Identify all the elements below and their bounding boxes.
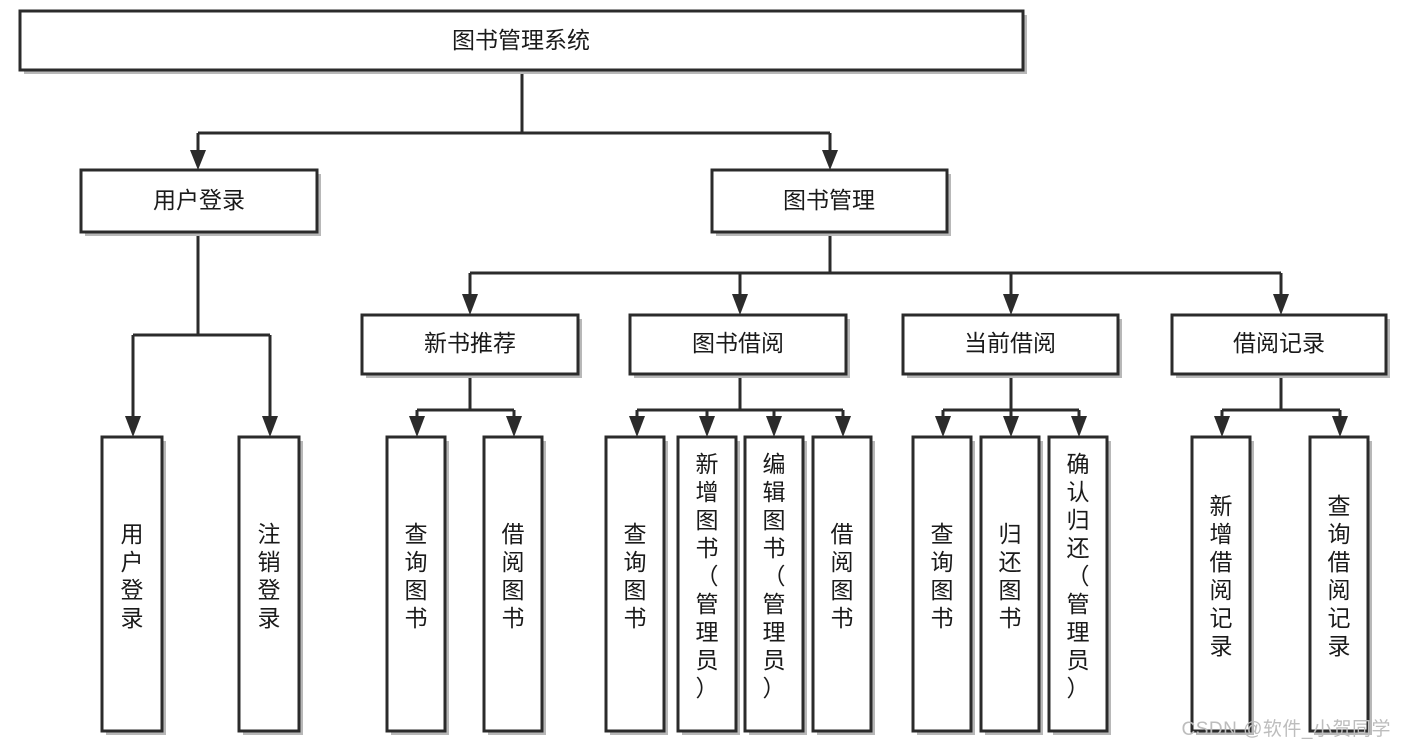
node-leaf-return-book[interactable]: 归还图书 bbox=[979, 435, 1043, 735]
node-current-borrow[interactable]: 当前借阅 bbox=[901, 313, 1122, 378]
arrow-to-leaf-add-record bbox=[1214, 416, 1230, 437]
arrow-to-leaf-user-logout bbox=[262, 416, 278, 437]
arrow-to-leaf-query-record bbox=[1332, 416, 1348, 437]
node-user-login-box bbox=[79, 168, 319, 234]
node-leaf-borrow-book-1[interactable]: 借阅图书 bbox=[482, 435, 546, 735]
node-leaf-add-book-label: 新增图书（管理员） bbox=[696, 451, 719, 701]
node-leaf-query-record[interactable]: 查询借阅记录 bbox=[1308, 435, 1372, 735]
node-leaf-confirm-return[interactable]: 确认归还（管理员） bbox=[1047, 435, 1111, 735]
node-borrow-record-box bbox=[1170, 313, 1388, 376]
arrow-to-new-book-rec bbox=[462, 294, 478, 315]
node-leaf-borrow-book-1-box bbox=[482, 435, 544, 733]
node-root-label: 图书管理系统 bbox=[452, 27, 590, 53]
node-user-login[interactable]: 用户登录 bbox=[79, 168, 321, 236]
node-leaf-return-book-label: 归还图书 bbox=[999, 521, 1022, 631]
node-leaf-query-book-3-label: 查询图书 bbox=[931, 521, 954, 631]
node-leaf-query-book-1[interactable]: 查询图书 bbox=[385, 435, 449, 735]
node-leaf-user-logout[interactable]: 注销登录 bbox=[237, 435, 303, 735]
node-root[interactable]: 图书管理系统 bbox=[18, 9, 1027, 74]
node-leaf-query-record-box bbox=[1308, 435, 1370, 733]
arrow-to-current-borrow bbox=[1003, 294, 1019, 315]
node-book-borrow-box bbox=[628, 313, 848, 376]
arrow-to-leaf-borrow-book-2 bbox=[835, 416, 851, 437]
node-leaf-return-book-box bbox=[979, 435, 1041, 733]
node-new-book-rec-box bbox=[360, 313, 580, 376]
arrow-to-book-manage bbox=[822, 150, 838, 170]
node-leaf-borrow-book-2-box bbox=[811, 435, 873, 733]
node-leaf-query-book-2[interactable]: 查询图书 bbox=[604, 435, 668, 735]
node-leaf-add-record-box bbox=[1190, 435, 1252, 733]
arrow-to-leaf-edit-book bbox=[766, 416, 782, 437]
node-current-borrow-box bbox=[901, 313, 1120, 376]
arrow-to-book-borrow bbox=[732, 294, 748, 315]
node-borrow-record[interactable]: 借阅记录 bbox=[1170, 313, 1390, 378]
node-leaf-query-book-1-box bbox=[385, 435, 447, 733]
node-leaf-add-book-box bbox=[676, 435, 738, 733]
arrow-to-leaf-query-book-2 bbox=[629, 416, 645, 437]
arrow-to-leaf-confirm-return bbox=[1071, 416, 1087, 437]
node-book-manage[interactable]: 图书管理 bbox=[710, 168, 951, 236]
arrow-to-leaf-query-book-1 bbox=[409, 416, 425, 437]
node-leaf-user-login-box bbox=[100, 435, 164, 733]
arrow-to-leaf-add-book bbox=[699, 416, 715, 437]
node-current-borrow-label: 当前借阅 bbox=[964, 330, 1056, 356]
node-leaf-user-login-label: 用户登录 bbox=[121, 521, 144, 631]
node-leaf-add-record[interactable]: 新增借阅记录 bbox=[1190, 435, 1254, 735]
node-leaf-confirm-return-label: 确认归还（管理员） bbox=[1067, 451, 1090, 701]
node-new-book-rec-label: 新书推荐 bbox=[424, 330, 516, 356]
arrow-to-user-login bbox=[190, 150, 206, 170]
node-leaf-query-book-2-label: 查询图书 bbox=[624, 521, 647, 631]
node-leaf-add-record-label: 新增借阅记录 bbox=[1210, 493, 1233, 659]
arrow-to-borrow-record bbox=[1273, 294, 1289, 315]
edges-layer bbox=[125, 70, 1348, 437]
node-book-manage-label: 图书管理 bbox=[783, 187, 875, 213]
node-book-borrow-label: 图书借阅 bbox=[692, 330, 784, 356]
node-leaf-borrow-book-1-label: 借阅图书 bbox=[502, 521, 525, 631]
node-leaf-query-book-2-box bbox=[604, 435, 666, 733]
node-leaf-user-logout-box bbox=[237, 435, 301, 733]
arrow-to-leaf-user-login bbox=[125, 416, 141, 437]
arrow-to-leaf-borrow-book-1 bbox=[506, 416, 522, 437]
arrow-to-leaf-return-book bbox=[1003, 416, 1019, 437]
node-leaf-edit-book[interactable]: 编辑图书（管理员） bbox=[743, 435, 807, 735]
node-borrow-record-label: 借阅记录 bbox=[1233, 330, 1325, 356]
node-root-box bbox=[18, 9, 1025, 72]
node-user-login-label: 用户登录 bbox=[153, 187, 245, 213]
node-leaf-user-logout-label: 注销登录 bbox=[258, 521, 281, 631]
node-book-manage-box bbox=[710, 168, 949, 234]
node-leaf-borrow-book-2[interactable]: 借阅图书 bbox=[811, 435, 875, 735]
node-leaf-query-book-3[interactable]: 查询图书 bbox=[911, 435, 975, 735]
node-leaf-query-record-label: 查询借阅记录 bbox=[1328, 493, 1351, 659]
node-leaf-add-book[interactable]: 新增图书（管理员） bbox=[676, 435, 740, 735]
node-book-borrow[interactable]: 图书借阅 bbox=[628, 313, 850, 378]
node-leaf-query-book-1-label: 查询图书 bbox=[405, 521, 428, 631]
node-new-book-rec[interactable]: 新书推荐 bbox=[360, 313, 582, 378]
node-leaf-edit-book-box bbox=[743, 435, 805, 733]
node-leaf-borrow-book-2-label: 借阅图书 bbox=[831, 521, 854, 631]
node-leaf-user-login[interactable]: 用户登录 bbox=[100, 435, 166, 735]
node-leaf-edit-book-label: 编辑图书（管理员） bbox=[763, 451, 786, 701]
node-leaf-query-book-3-box bbox=[911, 435, 973, 733]
node-leaf-confirm-return-box bbox=[1047, 435, 1109, 733]
arrow-to-leaf-query-book-3 bbox=[935, 416, 951, 437]
